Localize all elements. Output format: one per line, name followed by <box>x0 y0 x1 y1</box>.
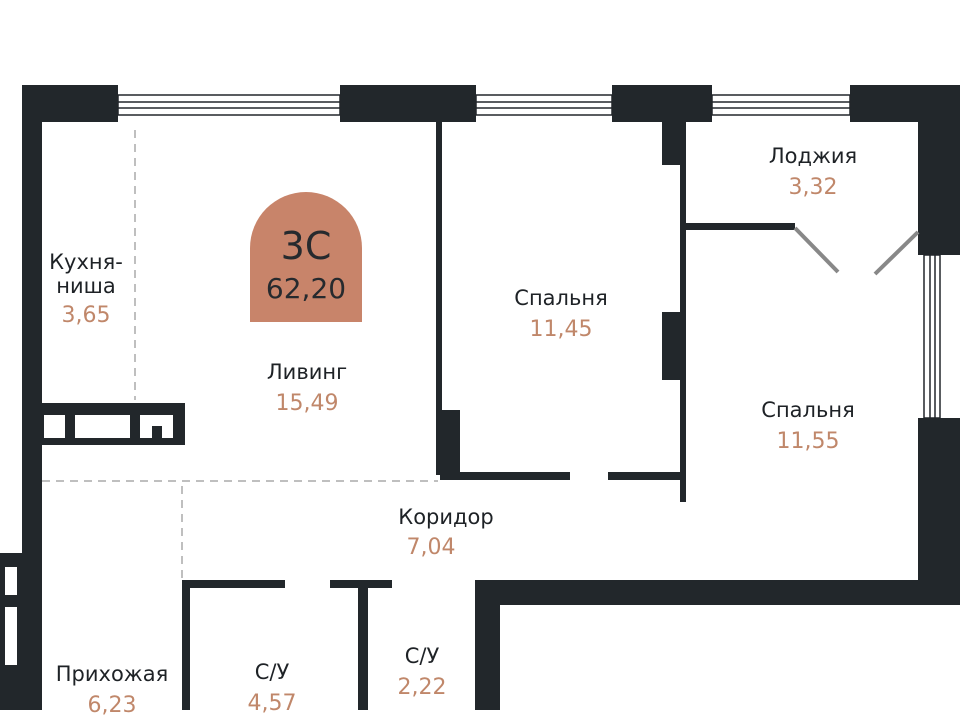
room-area-loggia: 3,32 <box>788 175 838 200</box>
kitchen-counter <box>42 403 185 445</box>
room-name-bathroom-1: С/У <box>254 660 290 684</box>
apartment-type: 3С <box>280 224 332 268</box>
windows <box>117 94 941 419</box>
room-name-loggia: Лоджия <box>768 144 858 168</box>
walls <box>0 85 960 710</box>
room-area-bedroom-1: 11,45 <box>529 317 593 342</box>
room-area-hallway: 6,23 <box>87 693 137 718</box>
room-name-kitchen-2: ниша <box>56 274 116 298</box>
loggia-door <box>793 226 920 276</box>
room-name-bedroom-1: Спальня <box>514 286 608 310</box>
zone-dividers <box>42 130 438 578</box>
room-area-bathroom-2: 2,22 <box>397 675 447 700</box>
apartment-badge <box>250 192 362 322</box>
room-area-bathroom-1: 4,57 <box>247 691 297 716</box>
room-name-hallway: Прихожая <box>55 662 169 686</box>
room-area-kitchen: 3,65 <box>61 303 111 328</box>
room-name-bathroom-2: С/У <box>404 644 440 668</box>
room-name-living: Ливинг <box>266 360 348 384</box>
room-name-kitchen: Кухня- <box>49 250 123 274</box>
room-area-living: 15,49 <box>275 391 339 416</box>
room-area-bedroom-2: 11,55 <box>776 429 840 454</box>
room-name-bedroom-2: Спальня <box>761 398 855 422</box>
apartment-total-area: 62,20 <box>265 272 347 305</box>
room-area-corridor: 7,04 <box>406 535 456 560</box>
room-name-corridor: Коридор <box>398 505 494 529</box>
